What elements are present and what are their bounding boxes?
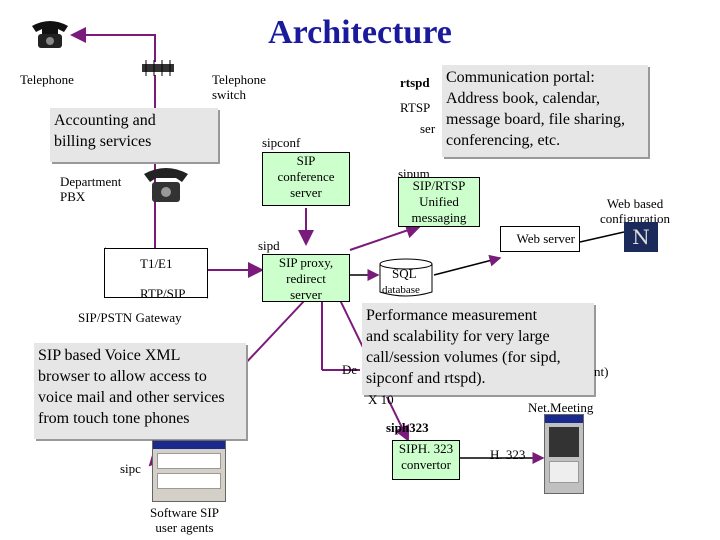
voicexml-note: SIP based Voice XML browser to allow acc… (34, 343, 246, 439)
h323-convertor-box: SIPH. 323 convertor (392, 440, 460, 480)
pbx-phone-icon (140, 160, 192, 206)
sql-label: SQL (392, 266, 417, 281)
proxy-unified-link (349, 222, 422, 251)
phone-switch-link (70, 27, 156, 62)
telephone-label: Telephone (20, 72, 74, 87)
software-sip-label: Software SIP user agents (150, 505, 219, 535)
sipc-label: sipc (120, 461, 141, 476)
nt-label: nt) (594, 364, 609, 379)
de-label: De (342, 362, 358, 377)
portal-note: Communication portal: Address book, cale… (442, 65, 648, 157)
h323-label: H. 323 (490, 447, 526, 462)
software-agent-window-icon (152, 440, 226, 502)
proxy-server-box: SIP proxy, redirect server (262, 254, 350, 302)
performance-note: Performance measurement and scalability … (362, 303, 594, 395)
siph323-label: siph323 (386, 420, 429, 435)
rtsp-label: RTSP (400, 100, 431, 115)
unified-messaging-box: SIP/RTSP Unified messaging (398, 177, 480, 227)
switch-icon (140, 60, 176, 76)
netmeeting-label: Net.Meeting (528, 400, 594, 415)
netmeeting-window-icon (544, 414, 584, 494)
sql-webserver-link (433, 254, 502, 276)
x10-label: X 10 (368, 392, 394, 407)
svg-text:N: N (632, 225, 650, 249)
database-icon (378, 258, 434, 298)
gateway-label: SIP/PSTN Gateway (78, 310, 182, 325)
database-label: database (382, 284, 420, 296)
department-pbx-label: Department PBX (60, 174, 122, 204)
accounting-note: Accounting and billing services (50, 108, 218, 162)
telephone-switch-label: Telephone switch (212, 72, 266, 102)
telephone-icon (28, 16, 72, 50)
sipconf-label: sipconf (262, 135, 301, 150)
t1e1-label: T1/E1 (140, 256, 173, 271)
conference-server-box: SIP conference server (262, 152, 350, 206)
page-title: Architecture (268, 14, 452, 51)
rtpsip-label: RTP/SIP (140, 286, 186, 301)
sipd-label: sipd (258, 238, 280, 253)
web-browser-icon: N (624, 222, 658, 252)
webserver-browser-link (579, 231, 625, 243)
gateway-box (104, 248, 208, 298)
ser-label: ser (420, 121, 436, 136)
rtspd-label: rtspd (400, 75, 430, 90)
web-server-box: Web server (500, 226, 580, 252)
